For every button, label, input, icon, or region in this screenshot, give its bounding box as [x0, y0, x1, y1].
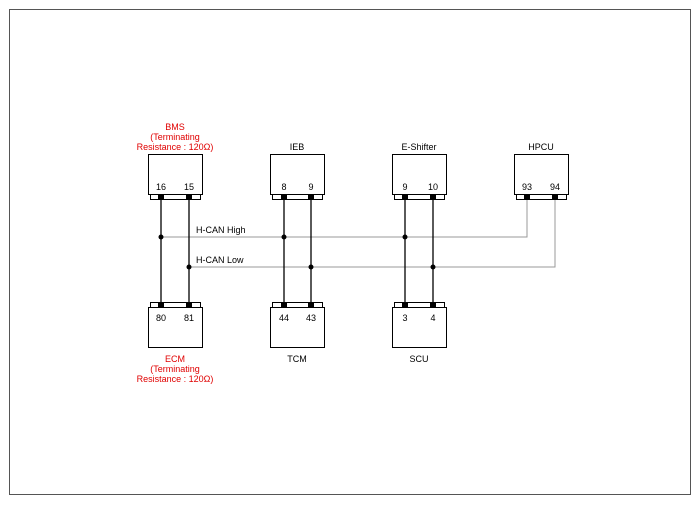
eshifter-pin-low: 10	[428, 182, 438, 192]
bms-note-line1: (Terminating	[150, 132, 200, 142]
ecm-pin-high: 80	[156, 313, 166, 323]
junction-dot	[402, 234, 408, 240]
ecm-name: ECM	[165, 354, 185, 364]
ieb-module: 8 9	[270, 154, 325, 200]
junction-dots	[158, 234, 436, 270]
eshifter-module: 9 10	[392, 154, 447, 200]
h-can-low-label: H-CAN Low	[196, 255, 244, 265]
ieb-pin-low: 9	[308, 182, 313, 192]
scu-pin-low: 4	[430, 313, 435, 323]
tcm-name: TCM	[287, 354, 307, 364]
tcm-pin-high: 44	[279, 313, 289, 323]
hpcu-pin-high: 93	[522, 182, 532, 192]
junction-dot	[158, 234, 164, 240]
junction-dot	[430, 264, 436, 270]
junction-dot	[186, 264, 192, 270]
scu-module: 3 4	[392, 302, 447, 348]
tcm-module: 44 43	[270, 302, 325, 348]
ieb-name: IEB	[290, 142, 305, 152]
bms-pin-high: 16	[156, 182, 166, 192]
eshifter-pin-high: 9	[402, 182, 407, 192]
eshifter-name: E-Shifter	[401, 142, 436, 152]
h-can-high-label: H-CAN High	[196, 225, 246, 235]
scu-pin-high: 3	[402, 313, 407, 323]
junction-dot	[308, 264, 314, 270]
tcm-pin-low: 43	[306, 313, 316, 323]
diagram-frame	[9, 9, 691, 495]
scu-name: SCU	[409, 354, 428, 364]
ecm-note-line1: (Terminating	[150, 364, 200, 374]
hpcu-pin-low: 94	[550, 182, 560, 192]
hpcu-name: HPCU	[528, 142, 554, 152]
bms-module: 16 15	[148, 154, 203, 200]
bms-name: BMS	[165, 122, 185, 132]
hpcu-module: 93 94	[514, 154, 569, 200]
junction-dot	[281, 234, 287, 240]
ecm-note-line2: Resistance : 120Ω)	[137, 374, 214, 384]
ieb-pin-high: 8	[281, 182, 286, 192]
ecm-module: 80 81	[148, 302, 203, 348]
vertical-wires	[160, 200, 434, 303]
bms-pin-low: 15	[184, 182, 194, 192]
ecm-pin-low: 81	[184, 313, 194, 323]
bms-note-line2: Resistance : 120Ω)	[137, 142, 214, 152]
